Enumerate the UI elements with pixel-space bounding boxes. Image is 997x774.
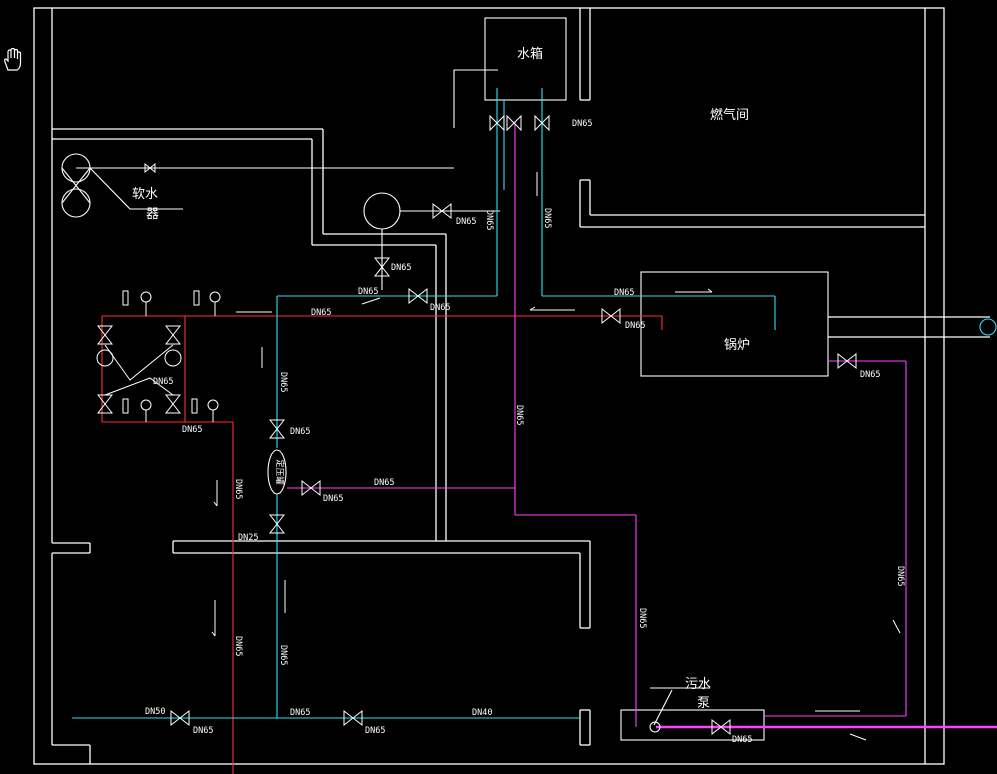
valve-icon [601,307,621,325]
thermometer-icon [193,290,200,306]
valve-icon [432,202,452,220]
pipe-label: DN65 [374,478,394,488]
valve-icon [164,394,182,414]
pipe-label: DN65 [290,427,310,437]
thermometer-icon [191,398,198,414]
vertical-tank-label: 定压罐 [274,459,285,485]
sewage-pipes [287,122,997,729]
pipe-label: DN65 [193,726,213,736]
gauge-icon [140,399,152,411]
pipe-label: DN25 [238,533,258,543]
walls [33,7,990,765]
pipe-label-vertical: DN65 [637,608,647,628]
valve-icon [373,257,391,277]
valve-icon [268,419,286,439]
valve-icon [408,287,428,305]
pipe-label: DN65 [182,425,202,435]
outer-wall [33,7,945,765]
valve-icon [96,394,114,414]
pipe-label: DN50 [145,707,165,717]
valve-icon [164,325,182,345]
softener-tank-2 [61,188,91,218]
expansion-tank [363,192,401,230]
valve-icon [837,352,857,370]
pipe-label: DN65 [323,494,343,504]
valve-icon [343,709,363,727]
valve-icon [711,718,731,736]
hand-pan-icon[interactable] [2,48,24,72]
pipe-label: DN65 [358,287,378,297]
pipe-label: DN65 [860,370,880,380]
gas-room-label: 燃气间 [710,107,749,123]
boiler [640,271,829,377]
supply-pipes [101,315,663,774]
thermometer-icon [122,290,129,306]
softener-label-1: 软水 [132,187,158,202]
pipe-label: DN65 [456,217,476,227]
pipe-label: DN65 [153,377,173,387]
gauge-icon [209,291,221,303]
pipe-label-vertical: DN65 [484,210,494,230]
labels: 水箱 燃气间 软水 器 锅炉 污水 泵 定压罐 DN65 DN65 DN65 D… [132,46,905,745]
valve-icon [170,709,190,727]
gauge-icon [207,399,219,411]
pump-icon [164,349,182,367]
softener-label-2: 器 [146,207,159,222]
equipment [61,17,997,741]
water-tank [484,17,567,101]
valve-icon [144,162,156,174]
gauge-icon [140,291,152,303]
sewage-pit [620,709,765,741]
valve-icon [268,514,286,534]
pipe-label: DN65 [732,735,752,745]
thermometer-icon [122,398,129,414]
valve-icon [96,325,114,345]
sewage-label-1: 污水 [685,677,711,692]
pipe-label: DN65 [391,263,411,273]
pipe-label-vertical: DN65 [278,372,288,392]
sewage-label-2: 泵 [697,696,710,711]
pipe-label-vertical: DN65 [514,405,524,425]
flow-arrows [211,172,901,741]
pipe-label: DN65 [311,308,331,318]
pipe-label-vertical: DN65 [233,479,243,499]
pipe-label-vertical: DN65 [895,566,905,586]
chimney-outlet [979,318,997,336]
pipe-label: DN65 [430,303,450,313]
sewage-pump-icon [649,721,661,733]
pipe-label-vertical: DN65 [233,636,243,656]
pipe-label-vertical: DN65 [278,645,288,665]
pipe-label: DN65 [290,708,310,718]
water-tank-label: 水箱 [517,46,543,62]
pipe-label: DN65 [365,726,385,736]
pipe-label-vertical: DN65 [542,208,552,228]
pipe-label: DN65 [614,288,634,298]
valve-icon [489,114,505,132]
valves [96,114,857,736]
valve-icon [301,479,321,497]
valve-icon [506,114,522,132]
valve-icon [534,114,550,132]
pipe-label: DN65 [625,321,645,331]
pipe-label: DN65 [572,119,592,129]
cold-water-pipes [72,88,776,719]
pipe-label: DN40 [472,708,492,718]
pump-icon [96,349,114,367]
boiler-label: 锅炉 [724,337,750,353]
